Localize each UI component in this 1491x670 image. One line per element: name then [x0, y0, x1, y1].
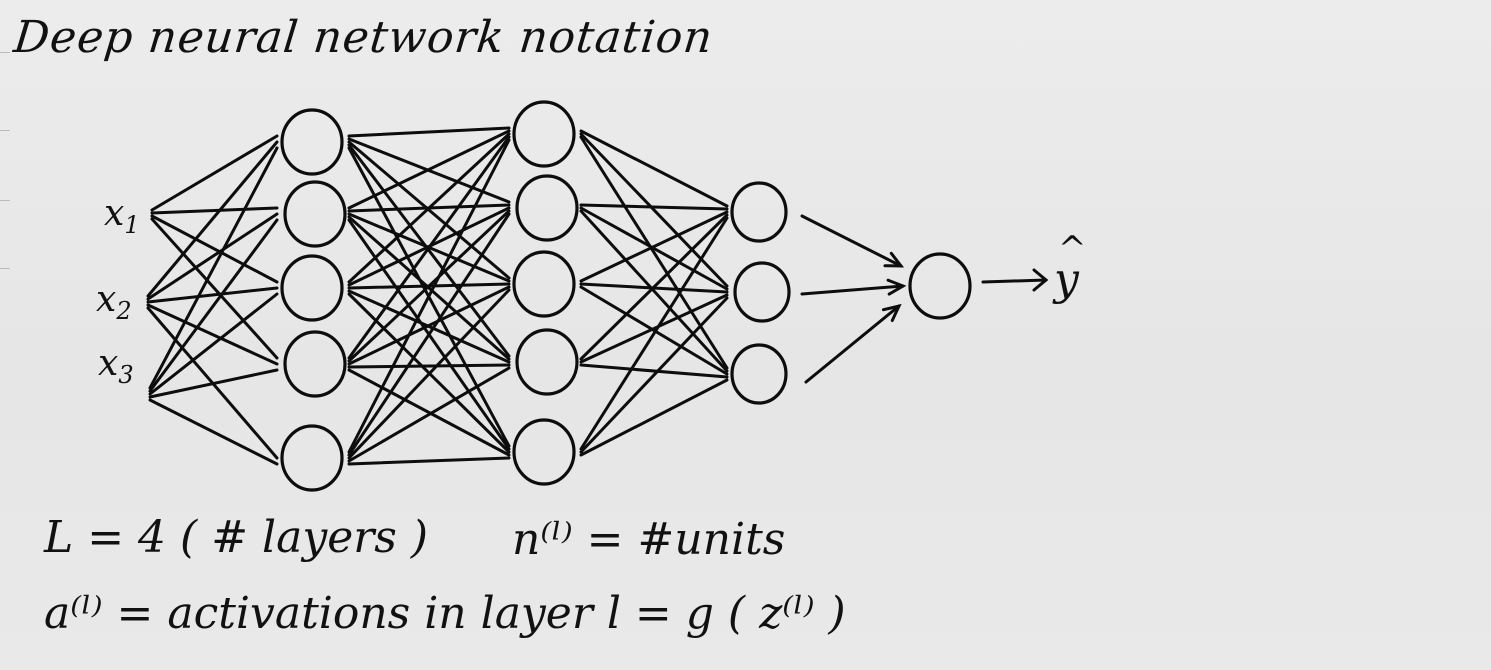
arrow-output-to-y-hat: [981, 278, 1048, 284]
connection-l1-5-to-l2-3: [347, 288, 511, 460]
connection-input-3-to-l1-1: [148, 146, 279, 390]
connection-l2-5-to-l3-3: [579, 378, 729, 457]
connection-l2-4-to-l3-2: [579, 293, 729, 364]
neuron-layer3-unit1: [730, 181, 788, 243]
connection-l2-1-to-l3-3: [579, 135, 729, 370]
network-connections: [146, 126, 729, 466]
neuron-layer1-unit3: [280, 254, 344, 322]
connection-l1-1-to-l2-1: [347, 126, 511, 138]
paper-edge-mark: [0, 200, 10, 201]
connection-input-1-to-l1-4: [150, 217, 279, 360]
connection-input-2-to-l1-3: [146, 286, 279, 304]
input-x3-name: x: [98, 343, 119, 384]
connection-input-2-to-l1-4: [146, 303, 279, 366]
arrow-l3-1-to-output: [800, 214, 903, 268]
connection-l1-5-to-l2-4: [347, 366, 511, 463]
layer-count-note: L = 4 ( # layers ): [44, 512, 429, 563]
neuron-layer3-unit2: [733, 261, 791, 323]
neuron-layer1-unit2: [283, 180, 347, 248]
neuron-layer2-unit5: [512, 418, 576, 486]
connection-l1-2-to-l2-1: [347, 129, 511, 210]
connection-input-3-to-l1-3: [148, 292, 279, 396]
paper-edge-mark: [0, 52, 10, 53]
arrowhead-icon: [1032, 268, 1049, 292]
connection-l1-5-to-l2-1: [347, 138, 511, 454]
hat-symbol: ^: [1058, 229, 1087, 269]
connection-input-3-to-l1-2: [148, 218, 279, 393]
input-x3: x3: [98, 343, 134, 390]
connection-l2-2-to-l3-2: [579, 206, 729, 291]
connection-l2-1-to-l3-2: [579, 132, 729, 288]
output-label: y: [1054, 254, 1079, 305]
connection-input-2-to-l1-2: [146, 212, 279, 301]
connection-l1-1-to-l2-4: [347, 143, 511, 358]
input-x1-name: x: [104, 193, 125, 234]
connection-l1-4-to-l2-4: [347, 363, 511, 369]
activation-note: a⁽ˡ⁾ = activations in layer l = g ( z⁽ˡ⁾…: [44, 588, 846, 639]
connection-l2-4-to-l3-1: [579, 213, 729, 361]
connection-l1-4-to-l2-3: [347, 285, 511, 366]
arrowhead-icon: [881, 303, 902, 323]
connection-l2-2-to-l3-3: [579, 209, 729, 373]
input-x1-sub: 1: [124, 211, 140, 240]
neuron-layer1-unit4: [283, 330, 347, 398]
neuron-layer3-unit3: [730, 343, 788, 405]
connection-input-3-to-l1-4: [148, 368, 279, 399]
neuron-layer2-unit2: [515, 174, 579, 242]
connection-l2-5-to-l3-1: [579, 216, 729, 451]
paper-edge-mark: [0, 130, 10, 131]
output-y-hat: ^ y: [1054, 232, 1087, 302]
output-arrows: [800, 214, 1049, 384]
arrowhead-icon: [886, 278, 907, 296]
connection-l2-4-to-l3-3: [579, 363, 729, 379]
input-x2-sub: 2: [116, 297, 132, 326]
arrowhead-icon: [883, 251, 905, 268]
connection-l1-5-to-l2-5: [347, 456, 511, 466]
connection-l1-4-to-l2-5: [347, 368, 511, 457]
neuron-layer4-unit1: [908, 252, 972, 320]
neuron-layer1-unit1: [280, 108, 344, 176]
connection-l1-3-to-l2-1: [347, 132, 511, 284]
connection-input-2-to-l1-1: [146, 140, 279, 298]
input-x3-sub: 3: [118, 361, 134, 390]
connection-l2-3-to-l3-1: [579, 210, 729, 283]
input-x2: x2: [96, 279, 132, 326]
connection-input-1-to-l1-2: [150, 206, 279, 215]
connection-l1-4-to-l2-1: [347, 135, 511, 360]
connection-l2-3-to-l3-3: [579, 285, 729, 376]
connection-l1-5-to-l2-2: [347, 212, 511, 457]
units-note: n⁽ˡ⁾ = #units: [512, 514, 786, 565]
paper-edge-mark: [0, 268, 10, 269]
connection-l2-1-to-l3-1: [579, 129, 729, 208]
input-x1: x1: [104, 193, 140, 240]
connection-l2-5-to-l3-2: [579, 296, 729, 454]
neuron-layer1-unit5: [280, 424, 344, 492]
network-nodes: [280, 100, 972, 492]
neuron-layer2-unit4: [515, 328, 579, 396]
neuron-layer2-unit3: [512, 250, 576, 318]
arrow-l3-2-to-output: [800, 284, 905, 296]
connection-l1-4-to-l2-2: [347, 209, 511, 363]
connection-l2-2-to-l3-1: [579, 203, 729, 211]
connection-input-1-to-l1-3: [150, 214, 279, 284]
neuron-layer2-unit1: [512, 100, 576, 168]
arrow-l3-3-to-output: [804, 304, 901, 384]
connection-input-3-to-l1-5: [148, 398, 279, 466]
connection-input-1-to-l1-1: [150, 134, 279, 212]
input-x2-name: x: [96, 279, 117, 320]
